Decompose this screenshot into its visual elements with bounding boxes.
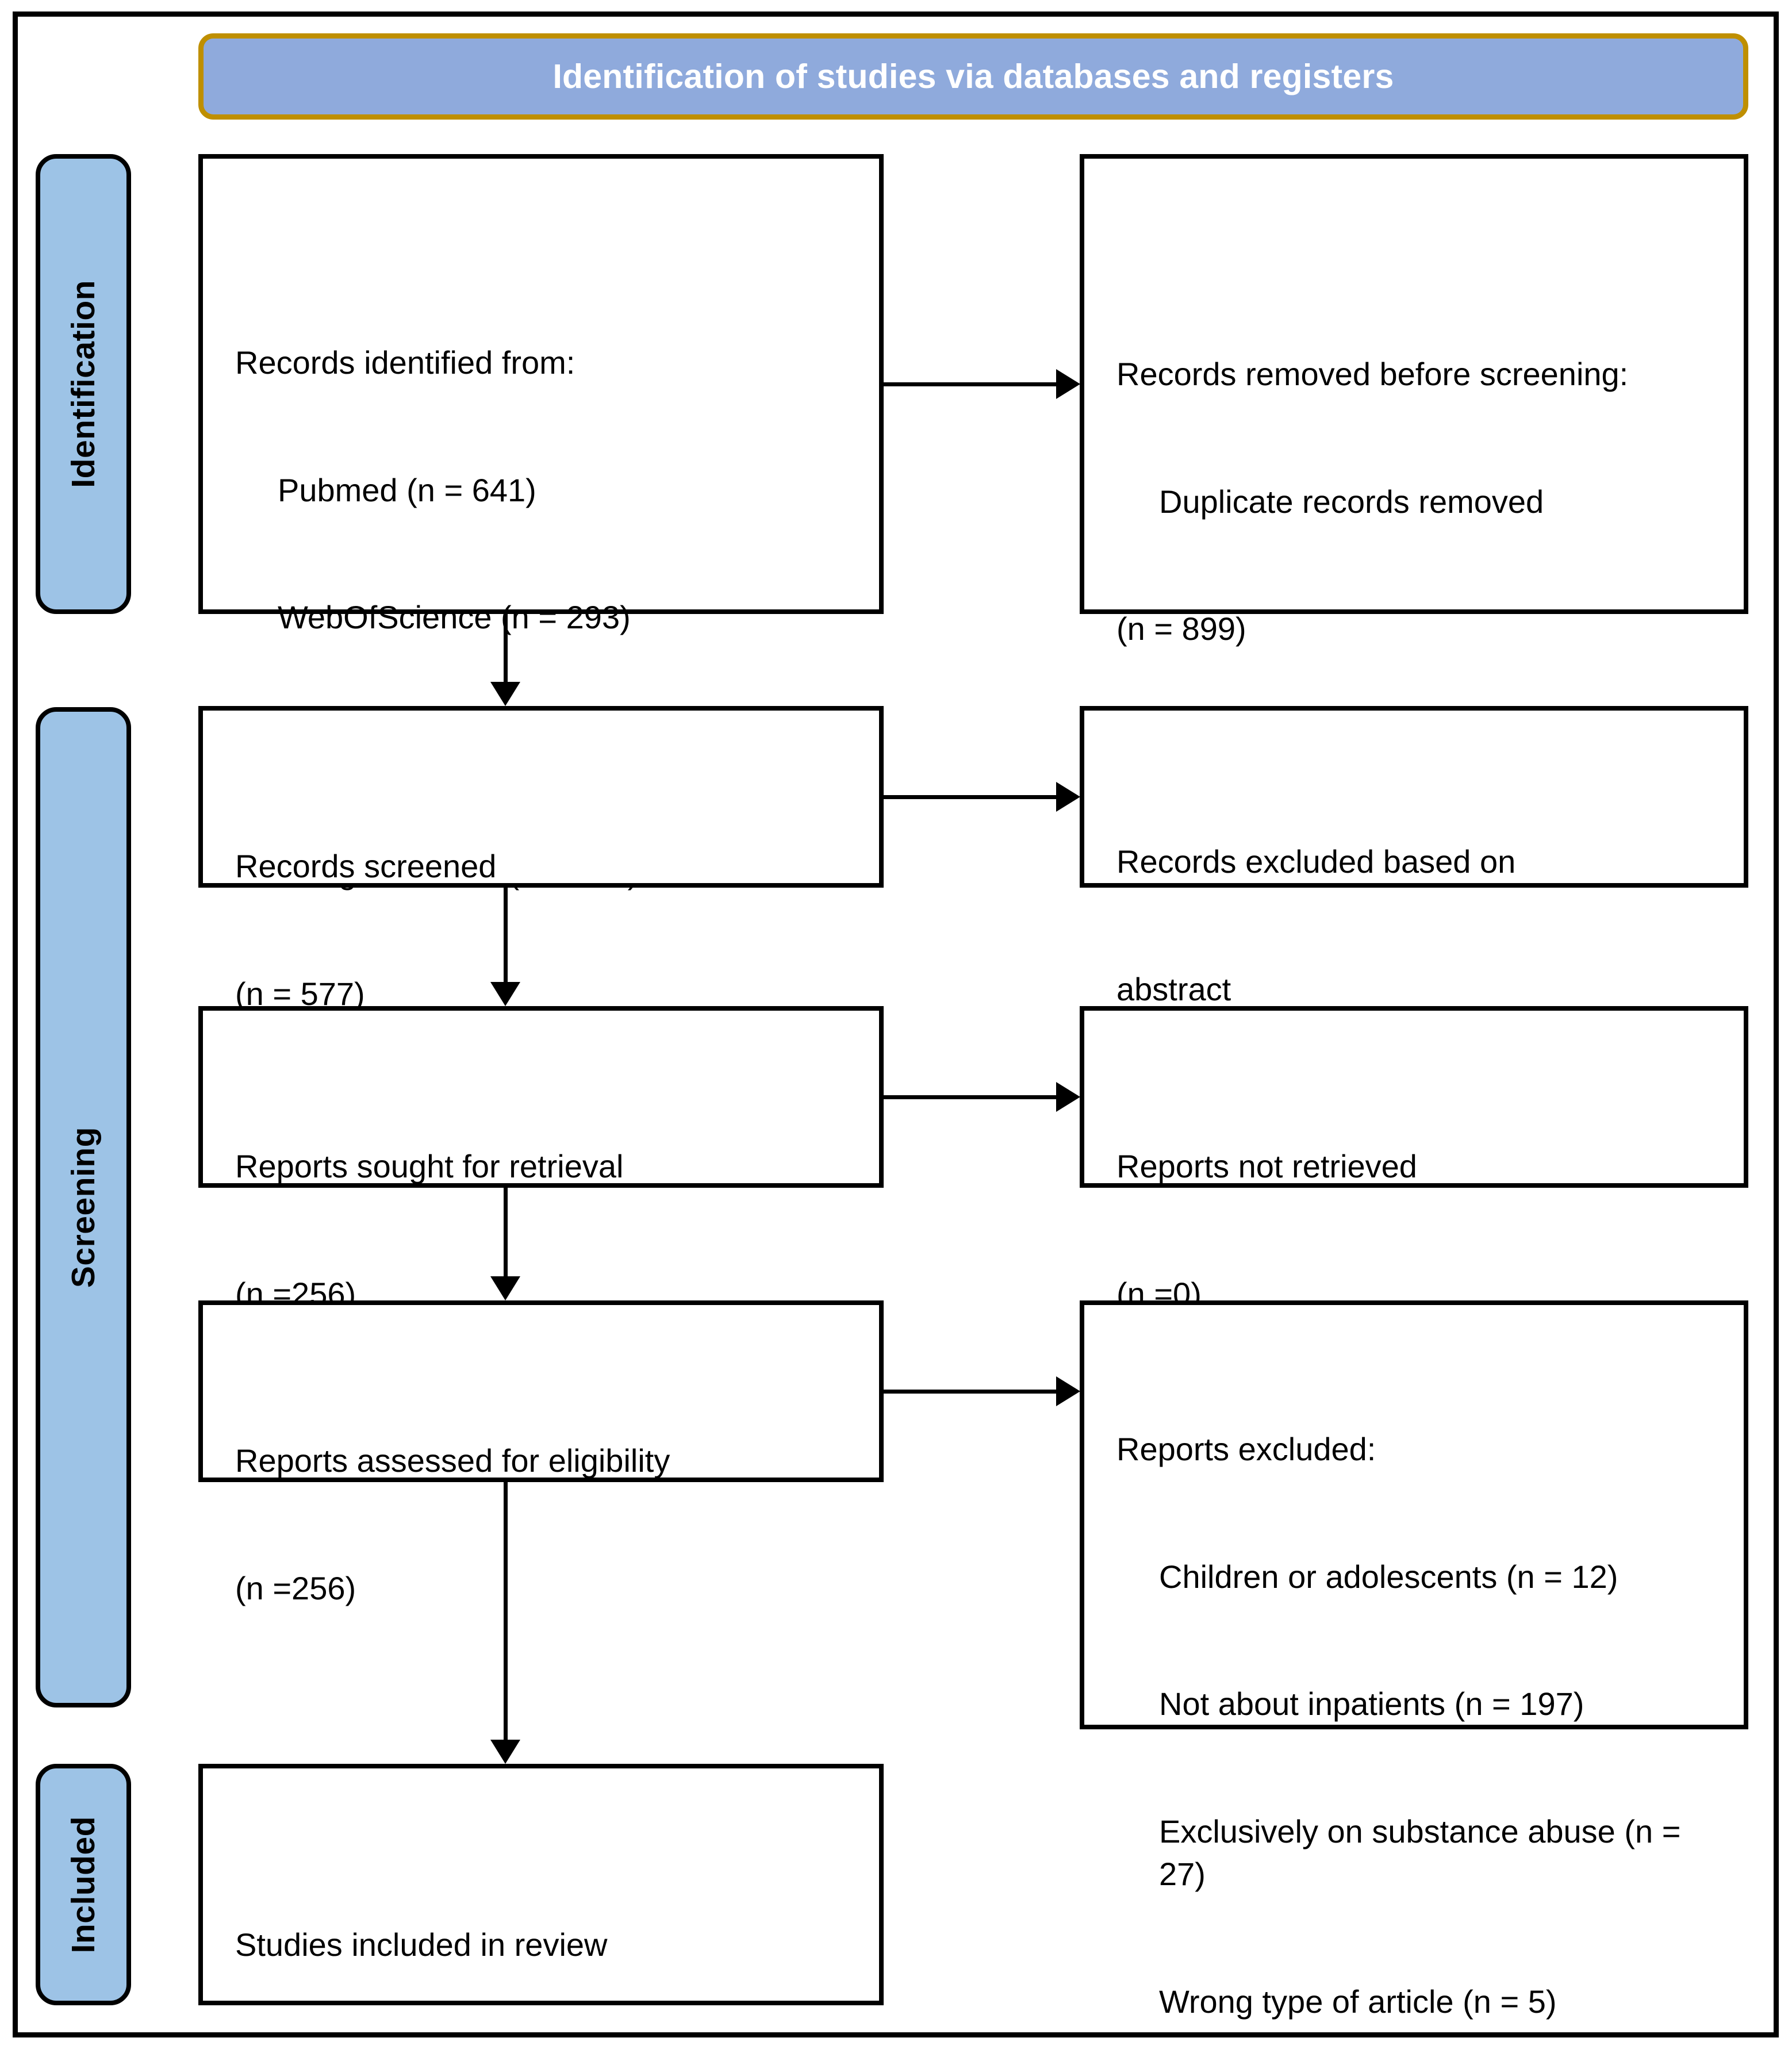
box-records-screened-text: Records screened (n = 577) bbox=[235, 760, 862, 1100]
records-removed-count: (n = 899) bbox=[1116, 611, 1246, 647]
box-reports-not-retrieved-text: Reports not retrieved (n =0) bbox=[1116, 1060, 1726, 1400]
reports-excluded-reason-children: Children or adolescents (n = 12) bbox=[1159, 1558, 1618, 1595]
reports-excluded-reason-substance-abuse: Exclusively on substance abuse (n = 27) bbox=[1159, 1813, 1690, 1892]
arrow-right-icon bbox=[1056, 369, 1080, 399]
box-reports-not-retrieved: Reports not retrieved (n =0) bbox=[1080, 1006, 1748, 1312]
arrow-down-icon bbox=[490, 982, 520, 1006]
box-records-screened: Records screened (n = 577) bbox=[198, 706, 884, 1012]
records-excluded-abstract-label-2: abstract bbox=[1116, 970, 1231, 1007]
stage-bar-identification: Identification bbox=[36, 154, 131, 614]
box-reports-assessed-for-eligibility: Reports assessed for eligibility (n =256… bbox=[198, 1300, 884, 1606]
arrow-down-icon bbox=[490, 1740, 520, 1764]
box-studies-included-text: Studies included in review (n =15) bbox=[235, 1839, 862, 2053]
connector-identified-to-screened bbox=[504, 614, 508, 682]
connector-identified-to-removed bbox=[884, 382, 1056, 386]
reports-excluded-reason-not-inpatients: Not about inpatients (n = 197) bbox=[1159, 1686, 1584, 1722]
stage-label-included: Included bbox=[65, 1816, 102, 1954]
records-screened-label: Records screened bbox=[235, 847, 497, 884]
header-banner-title: Identification of studies via databases … bbox=[552, 57, 1394, 95]
figure-frame bbox=[13, 11, 1779, 2037]
connector-screened-to-excluded-abstract bbox=[884, 795, 1056, 799]
box-records-removed-text: Records removed before screening: Duplic… bbox=[1116, 268, 1726, 735]
connector-assessed-to-reports-excluded bbox=[884, 1390, 1056, 1394]
arrow-right-icon bbox=[1056, 782, 1080, 812]
box-reports-excluded-text: Reports excluded: Children or adolescent… bbox=[1116, 1343, 1726, 2053]
connector-assessed-to-included bbox=[504, 1482, 508, 1740]
connector-sought-to-assessed bbox=[504, 1188, 508, 1276]
arrow-right-icon bbox=[1056, 1082, 1080, 1112]
records-removed-item-duplicates: Duplicate records removed bbox=[1159, 483, 1544, 520]
reports-assessed-count: (n =256) bbox=[235, 1570, 356, 1606]
studies-included-count: (n =15) bbox=[235, 2051, 862, 2053]
reports-not-retrieved-label: Reports not retrieved bbox=[1116, 1148, 1417, 1184]
box-studies-included-in-review: Studies included in review (n =15) bbox=[198, 1764, 884, 2005]
records-removed-heading-italic: before screening bbox=[1379, 355, 1620, 392]
box-reports-excluded: Reports excluded: Children or adolescent… bbox=[1080, 1300, 1748, 2020]
stage-label-identification: Identification bbox=[65, 280, 102, 488]
reports-assessed-label: Reports assessed for eligibility bbox=[235, 1442, 670, 1479]
records-identified-heading: Records identified from: bbox=[235, 344, 575, 381]
arrow-right-icon bbox=[1056, 1376, 1080, 1406]
header-banner: Identification of studies via databases … bbox=[198, 33, 1748, 120]
records-removed-heading-plain: Records removed bbox=[1116, 355, 1380, 392]
reports-sought-label: Reports sought for retrieval bbox=[235, 1148, 624, 1184]
arrow-down-icon bbox=[490, 682, 520, 706]
connector-screened-to-sought bbox=[504, 888, 508, 982]
box-reports-sought-for-retrieval: Reports sought for retrieval (n =256) bbox=[198, 1006, 884, 1312]
box-records-excluded-abstract: Records excluded based on abstract (n = … bbox=[1080, 706, 1748, 1134]
connector-sought-to-not-retrieved bbox=[884, 1095, 1056, 1099]
box-records-removed-before-screening: Records removed before screening: Duplic… bbox=[1080, 154, 1748, 647]
box-reports-assessed-text: Reports assessed for eligibility (n =256… bbox=[235, 1354, 862, 1694]
box-records-identified: Records identified from: Pubmed (n = 641… bbox=[198, 154, 884, 891]
stage-bar-included: Included bbox=[36, 1764, 131, 2005]
records-screened-count: (n = 577) bbox=[235, 975, 365, 1012]
records-excluded-abstract-label-1: Records excluded based on bbox=[1116, 843, 1516, 880]
records-identified-source-webofscience: WebOfScience (n = 293) bbox=[278, 599, 631, 636]
reports-excluded-heading: Reports excluded: bbox=[1116, 1430, 1376, 1467]
studies-included-label: Studies included in review bbox=[235, 1926, 608, 1963]
records-removed-heading: Records removed before screening: bbox=[1116, 353, 1726, 396]
stage-label-screening: Screening bbox=[65, 1126, 102, 1288]
records-removed-heading-tail: : bbox=[1619, 355, 1629, 392]
reports-excluded-reason-wrong-type: Wrong type of article (n = 5) bbox=[1159, 1983, 1557, 2020]
arrow-down-icon bbox=[490, 1276, 520, 1300]
box-reports-sought-text: Reports sought for retrieval (n =256) bbox=[235, 1060, 862, 1400]
stage-bar-screening: Screening bbox=[36, 707, 131, 1707]
records-identified-source-pubmed: Pubmed (n = 641) bbox=[278, 471, 536, 508]
